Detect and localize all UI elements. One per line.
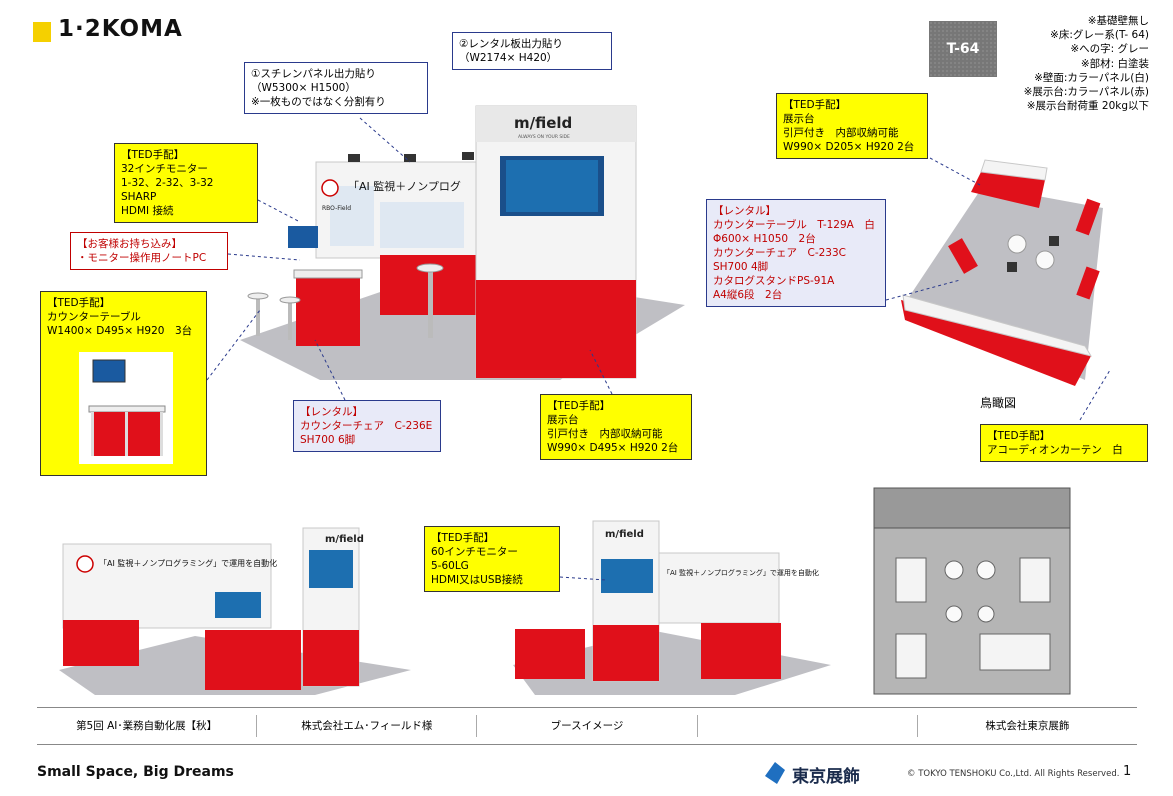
company-brand: 東京展飾: [792, 767, 860, 787]
footer-client: 株式会社エム･フィールド様: [257, 715, 478, 737]
footer-info-row: 第5回 AI･業務自動化展【秋】 株式会社エム･フィールド様 ブースイメージ 株…: [37, 707, 1137, 745]
brand-text: m/field: [514, 114, 572, 132]
callout-line: 60インチモニター: [431, 546, 518, 558]
callout-monitor-32: 【TED手配】 32インチモニター 1-32、2-32、3-32 SHARP H…: [114, 143, 258, 223]
note-line: ※部材: 白塗装: [1080, 57, 1149, 70]
footer-company: 株式会社東京展飾: [985, 720, 1070, 732]
page-number: 1: [1123, 764, 1132, 779]
banner-text: 「AI 監視＋ノンプログ: [348, 179, 461, 193]
callout-line: Φ600× H1050 2台: [713, 233, 816, 245]
tagline: Small Space, Big Dreams: [37, 764, 234, 780]
callout-line: SH700 6脚: [300, 434, 356, 446]
rbo-text: RBO-Field: [322, 205, 351, 212]
spec-notes: ※基礎壁無し ※床:グレー系(T- 64) ※への字: グレー ※部材: 白塗装…: [1024, 14, 1149, 113]
callout-rental-board: ②レンタル板出力貼り （W2174× H420）: [452, 32, 612, 70]
callout-line: カウンターチェア C-236E: [300, 420, 433, 432]
callout-line: ※一枚ものではなく分割有り: [251, 96, 386, 108]
callout-curtain: 【TED手配】 アコーディオンカーテン 白: [980, 424, 1148, 462]
callout-line: ・モニター操作用ノートPC: [77, 252, 207, 264]
callout-line: A4縦6段 2台: [713, 289, 783, 301]
callout-rental-set: 【レンタル】 カウンターテーブル T-129A 白 Φ600× H1050 2台…: [706, 199, 886, 307]
note-line: ※展示台耐荷重 20kg以下: [1026, 100, 1149, 113]
callout-line: カウンターテーブル: [47, 311, 141, 323]
callout-line: 32インチモニター: [121, 163, 208, 175]
banner-small-center: 「AI 監視＋ノンプログラミング」で運用を自動化: [663, 568, 819, 577]
footer-blank: [698, 715, 918, 737]
footer-event: 第5回 AI･業務自動化展【秋】: [37, 715, 258, 737]
birdseye-render: [901, 159, 1103, 386]
callout-line: W990× D495× H920 2台: [547, 442, 679, 454]
counter-table-image: [79, 352, 173, 464]
callout-line: アコーディオンカーテン 白: [987, 444, 1123, 456]
callout-line: SH700 4脚: [713, 261, 769, 273]
callout-line: カタログスタンドPS-91A: [713, 275, 835, 287]
floor-plan: [873, 487, 1071, 695]
note-line: ※壁面:カラーパネル(白): [1034, 71, 1149, 84]
callout-line: 引戸付き 内部収納可能: [783, 127, 899, 139]
note-line: ※床:グレー系(T- 64): [1050, 29, 1149, 42]
callout-line: 【TED手配】: [547, 400, 611, 412]
callout-monitor-60: 【TED手配】 60インチモニター 5-60LG HDMI又はUSB接続: [424, 526, 560, 592]
brand-tagline: ALWAYS ON YOUR SIDE: [518, 134, 570, 140]
birdseye-caption: 鳥瞰図: [980, 396, 1017, 410]
banner-small-left: 「AI 監視＋ノンプログラミング」で運用を自動化: [99, 558, 277, 568]
perspective-render-center: m/field 「AI 監視＋ノンプログラミング」で運用を自動化: [513, 520, 831, 695]
callout-line: 【レンタル】: [713, 205, 776, 217]
logo-text: 1·2KOMA: [58, 16, 183, 42]
callout-line: 【お客様お持ち込み】: [77, 238, 182, 250]
callout-line: カウンターテーブル T-129A 白: [713, 219, 875, 231]
floor-material-swatch: T-64: [929, 21, 997, 77]
callout-line: 1-32、2-32、3-32 SHARP: [121, 177, 214, 203]
callout-line: ①スチレンパネル出力貼り: [251, 68, 376, 80]
callout-display-stand-top: 【TED手配】 展示台 引戸付き 内部収納可能 W990× D205× H920…: [776, 93, 928, 159]
note-line: ※展示台:カラーパネル(赤): [1023, 86, 1149, 99]
callout-line: 展示台: [783, 113, 815, 125]
callout-line: 【TED手配】: [987, 430, 1051, 442]
company-logo-icon: [765, 762, 785, 784]
callout-line: W1400× D495× H920 3台: [47, 325, 193, 337]
callout-line: 5-60LG: [431, 560, 469, 572]
note-line: ※への字: グレー: [1070, 43, 1149, 56]
callout-line: 【TED手配】: [121, 149, 185, 161]
logo-mark: [33, 22, 51, 42]
perspective-render-left: 「AI 監視＋ノンプログラミング」で運用を自動化 m/field: [59, 527, 411, 695]
callout-rental-chair: 【レンタル】 カウンターチェア C-236E SH700 6脚: [293, 400, 441, 452]
callout-line: （W5300× H1500）: [251, 82, 356, 94]
callout-customer-laptop: 【お客様お持ち込み】 ・モニター操作用ノートPC: [70, 232, 228, 270]
callout-steel-panel: ①スチレンパネル出力貼り （W5300× H1500） ※一枚ものではなく分割有…: [244, 62, 428, 114]
main-booth-render: 「AI 監視＋ノンプログ RBO-Field m/field ALWAYS ON…: [240, 105, 685, 380]
callout-line: （W2174× H420）: [459, 52, 558, 64]
footer-doc-type: ブースイメージ: [477, 715, 698, 737]
note-line: ※基礎壁無し: [1087, 15, 1149, 27]
callout-line: 【TED手配】: [431, 532, 495, 544]
brand-center: m/field: [605, 529, 644, 540]
callout-line: HDMI又はUSB接続: [431, 574, 523, 586]
callout-line: 引戸付き 内部収納可能: [547, 428, 663, 440]
callout-line: 【TED手配】: [47, 297, 111, 309]
callout-line: 【TED手配】: [783, 99, 847, 111]
callout-line: カウンターチェア C-233C: [713, 247, 846, 259]
brand-left: m/field: [325, 534, 364, 545]
callout-line: ②レンタル板出力貼り: [459, 38, 563, 50]
callout-line: W990× D205× H920 2台: [783, 141, 915, 153]
callout-line: HDMI 接続: [121, 205, 174, 217]
callout-line: 展示台: [547, 414, 579, 426]
callout-display-stand-front: 【TED手配】 展示台 引戸付き 内部収納可能 W990× D495× H920…: [540, 394, 692, 460]
callout-counter-table: 【TED手配】 カウンターテーブル W1400× D495× H920 3台: [40, 291, 207, 476]
copyright: © TOKYO TENSHOKU Co.,Ltd. All Rights Res…: [907, 769, 1120, 779]
callout-line: 【レンタル】: [300, 406, 363, 418]
